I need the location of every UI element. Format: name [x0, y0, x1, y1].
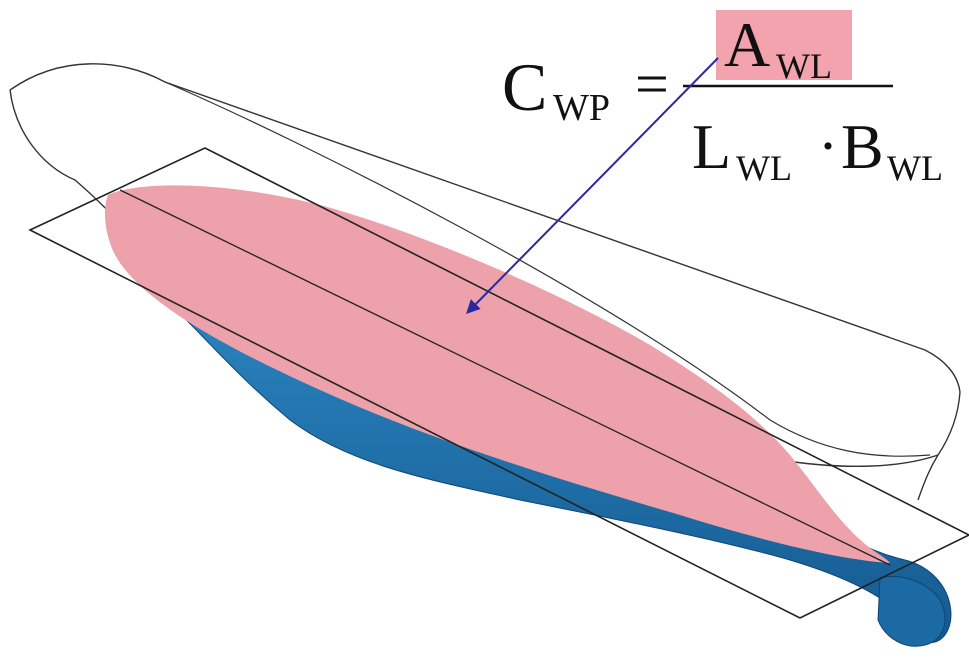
formula-numerator-main: A	[724, 9, 770, 80]
waterplane-rectangle	[28, 147, 969, 619]
formula-dot: ·	[818, 113, 838, 179]
bulbous-bow	[877, 576, 946, 647]
numerator-highlight	[716, 10, 852, 80]
formula-lhs-main: C	[502, 49, 547, 125]
formula-beam-sub: WL	[887, 148, 943, 188]
formula-beam-main: B	[841, 111, 884, 182]
formula-numerator-sub: WL	[776, 46, 832, 86]
formula-length-sub: WL	[736, 148, 792, 188]
centerline	[119, 189, 891, 566]
formula-equals: =	[635, 51, 669, 117]
deck-edge	[164, 81, 931, 457]
formula-length-main: L	[692, 111, 731, 182]
formula: C WP = A WL L WL · B WL	[502, 9, 943, 188]
pointer-arrow	[466, 57, 719, 314]
formula-lhs-sub: WP	[553, 87, 610, 129]
